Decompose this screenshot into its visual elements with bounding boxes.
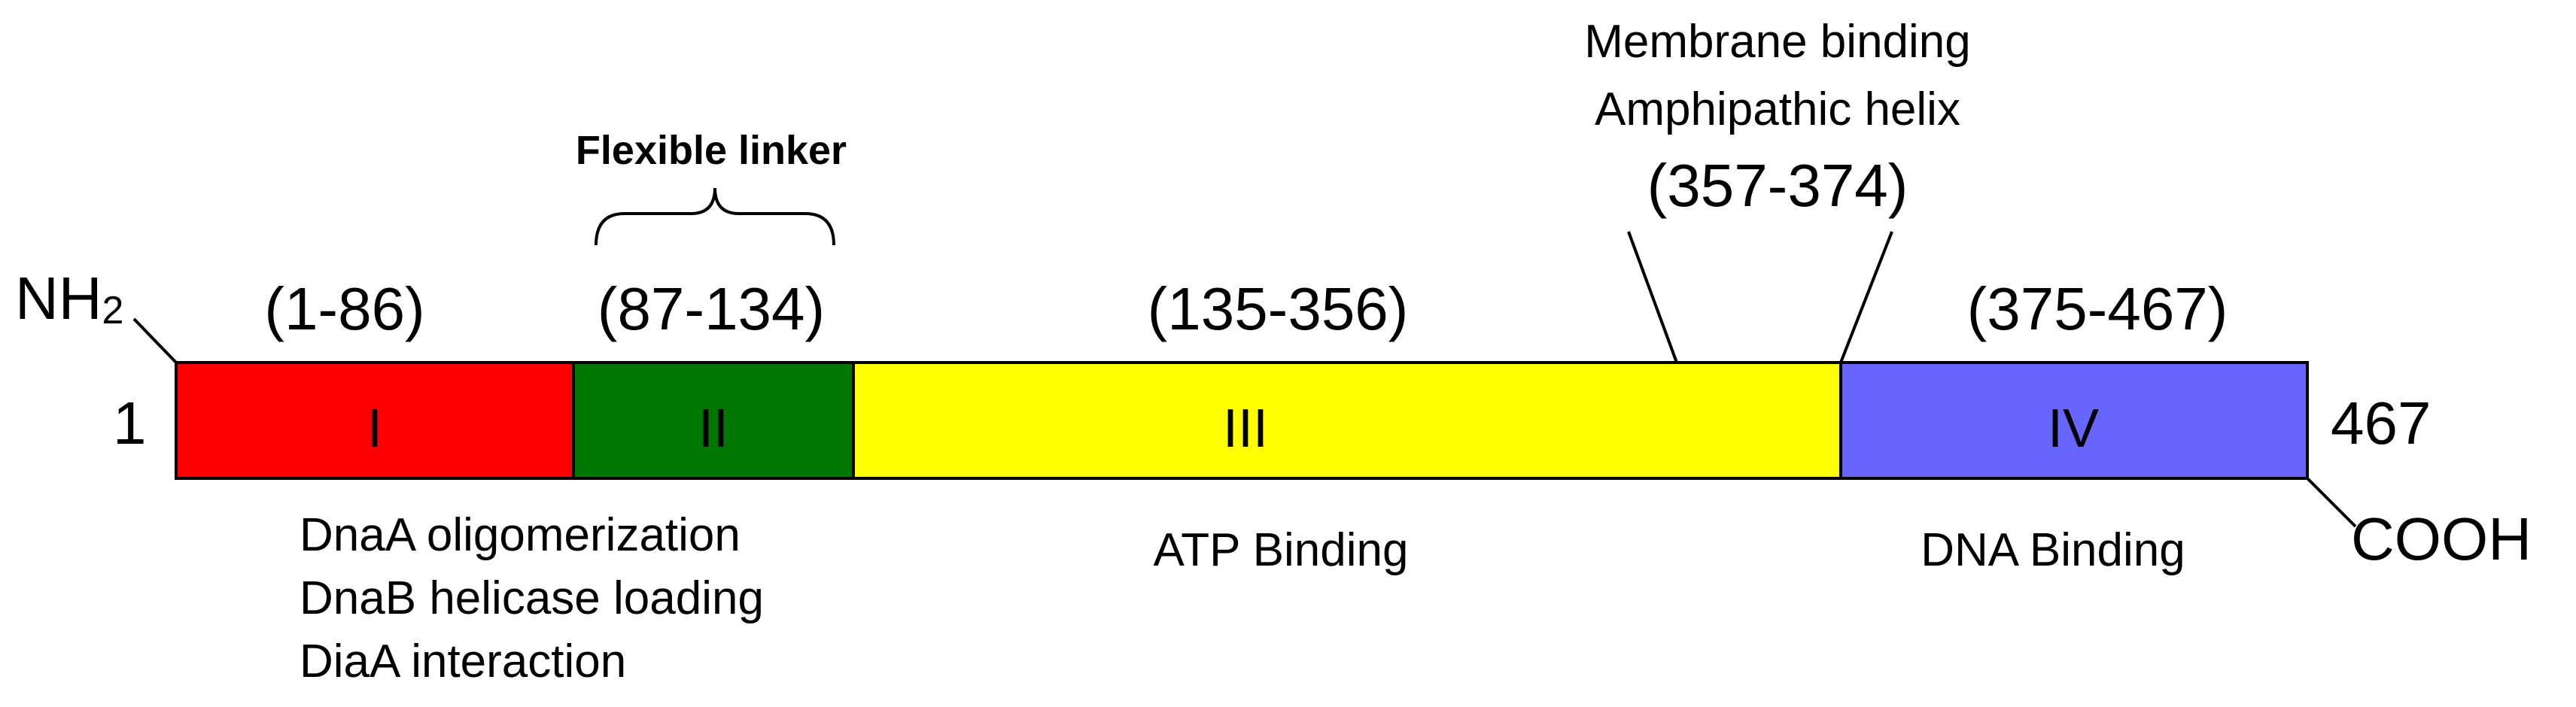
end-position: 467	[2331, 390, 2431, 457]
c-terminus-label: COOH	[2351, 505, 2532, 572]
domain-iii-function: ATP Binding	[1154, 524, 1409, 576]
domain-ii-numeral: II	[698, 399, 728, 459]
flexible-linker-brace	[595, 187, 835, 246]
membrane-binding-label: Membrane binding	[1584, 16, 1971, 68]
amphipathic-helix-label: Amphipathic helix	[1595, 83, 1960, 135]
domain-iii-range: (135-356)	[1148, 275, 1409, 342]
n-terminus-connector	[132, 317, 178, 364]
domain-i-numeral: I	[367, 399, 382, 459]
domain-ii-range: (87-134)	[598, 275, 825, 342]
domain-iv-box	[1839, 361, 2309, 480]
domain-i-function-1: DnaA oligomerization	[300, 509, 741, 561]
membrane-right-connector	[1839, 231, 1893, 363]
membrane-left-connector	[1627, 231, 1678, 363]
membrane-region-range: (357-374)	[1647, 152, 1908, 219]
domain-i-function-3: DiaA interaction	[300, 636, 626, 687]
domain-iii-numeral: III	[1223, 399, 1268, 459]
n-terminus-label: NH2	[15, 265, 123, 332]
domain-iv-function: DNA Binding	[1921, 524, 2185, 576]
domain-i-range: (1-86)	[264, 275, 424, 342]
start-position: 1	[113, 390, 147, 457]
c-terminus-connector	[2306, 477, 2357, 528]
domain-i-box	[175, 361, 575, 480]
domain-ii-box	[572, 361, 855, 480]
domain-iv-numeral: IV	[2048, 399, 2099, 459]
domain-iii-box	[852, 361, 1842, 480]
domain-iv-range: (375-467)	[1967, 275, 2228, 342]
flexible-linker-label: Flexible linker	[576, 128, 847, 173]
domain-i-function-2: DnaB helicase loading	[300, 572, 764, 624]
